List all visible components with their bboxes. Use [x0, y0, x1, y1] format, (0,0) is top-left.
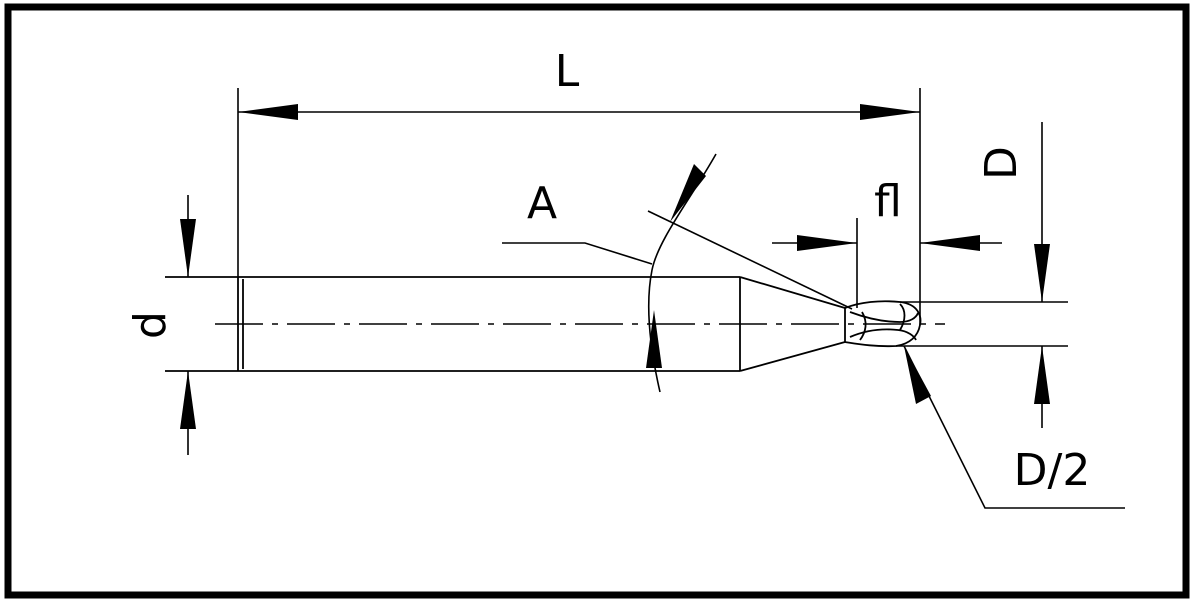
- flute-arrow-right: [920, 235, 980, 251]
- flute-length-dimension: fl: [772, 176, 1002, 308]
- flute-arrow-left: [797, 235, 857, 251]
- angle-label: A: [527, 178, 557, 229]
- angle-arrow-upper: [670, 164, 706, 222]
- diameter-label: D: [976, 146, 1027, 180]
- drawing-frame: [4, 3, 1190, 599]
- tool-body: [165, 276, 922, 372]
- angle-leader: [502, 242, 653, 265]
- radius-leader: [903, 345, 1125, 509]
- length-arrow-left: [238, 104, 298, 120]
- diameter-arrow-top: [1034, 244, 1050, 302]
- flute-detail-2: [849, 328, 917, 341]
- length-label: L: [555, 46, 580, 97]
- diameter-arrow-bottom: [1034, 346, 1050, 404]
- radius-label: D/2: [1014, 445, 1091, 496]
- shank-diameter-dimension: d: [125, 195, 196, 455]
- radius-dimension: D/2: [903, 345, 1125, 509]
- diameter-dimension: D: [896, 122, 1068, 428]
- taper-upper: [739, 276, 846, 309]
- length-dimension: L: [237, 46, 921, 325]
- length-arrow-right: [860, 104, 920, 120]
- radius-arrow: [904, 346, 931, 404]
- angle-arrow-lower: [646, 310, 662, 368]
- shank-diameter-label: d: [125, 311, 176, 339]
- flute-detail-3: [899, 303, 906, 331]
- angle-ext-line: [647, 210, 853, 310]
- flute-length-label: fl: [874, 176, 902, 227]
- angle-dimension: A: [502, 153, 853, 393]
- shank-arrow-top: [180, 219, 196, 277]
- taper-lower: [739, 341, 846, 372]
- flute-detail-1: [849, 311, 919, 323]
- shank-arrow-bottom: [180, 371, 196, 429]
- flute-detail-4: [859, 311, 867, 341]
